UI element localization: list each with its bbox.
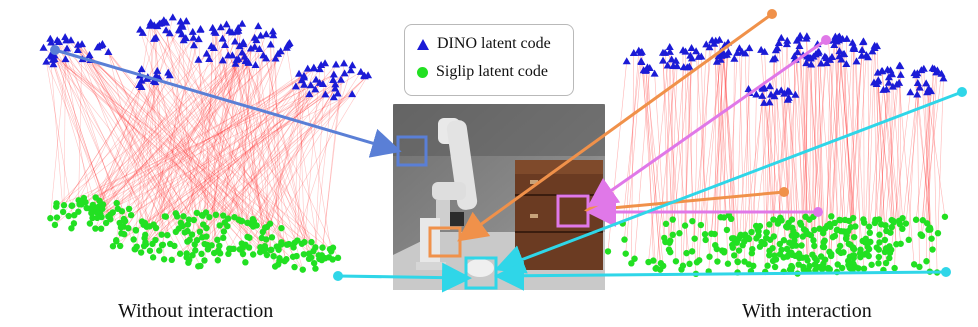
- legend-item-siglip: Siglip latent code: [417, 63, 548, 81]
- magenta-arrow-top-origin: [821, 35, 831, 45]
- blue-arrow: [54, 48, 402, 158]
- magenta-arrow-top: [587, 38, 827, 208]
- right-latent-plot: [604, 31, 949, 278]
- orange-arrow-top-origin: [767, 9, 777, 19]
- legend-item-dino: DINO latent code: [417, 35, 551, 53]
- orange-region-box: [428, 226, 462, 258]
- orange-arrow-mid-origin: [779, 187, 789, 197]
- triangle-marker-icon: [417, 38, 429, 50]
- left-siglip-points: [47, 194, 342, 273]
- blue-arrow-origin: [50, 45, 60, 55]
- cyan-arrow-top-origin: [957, 87, 967, 97]
- robot-scene-photo: [393, 104, 605, 290]
- cyan-arrow-bottom-origin: [941, 267, 951, 277]
- cyan-arrow-bottom: [494, 260, 947, 291]
- cyan-arrow-left: [337, 262, 472, 293]
- left-dino-points: [39, 13, 373, 101]
- left-panel-caption: Without interaction: [118, 300, 274, 322]
- left-latent-plot: [39, 13, 373, 273]
- orange-arrow-top: [457, 12, 773, 242]
- legend-label-siglip: Siglip latent code: [436, 63, 548, 80]
- legend: DINO latent code Siglip latent code: [404, 24, 574, 96]
- cyan-arrow-left-origin: [333, 271, 343, 281]
- cyan-arrow-top: [494, 90, 963, 274]
- magenta-arrow-low-origin: [813, 207, 823, 217]
- right-panel-caption: With interaction: [742, 300, 872, 322]
- correspondence-arrows: [50, 9, 967, 293]
- object-shape: [466, 259, 494, 277]
- orange-arrow-mid: [584, 190, 785, 223]
- right-dino-points: [622, 31, 948, 106]
- legend-label-dino: DINO latent code: [437, 35, 551, 52]
- right-siglip-points: [604, 212, 949, 278]
- circle-marker-icon: [417, 66, 428, 78]
